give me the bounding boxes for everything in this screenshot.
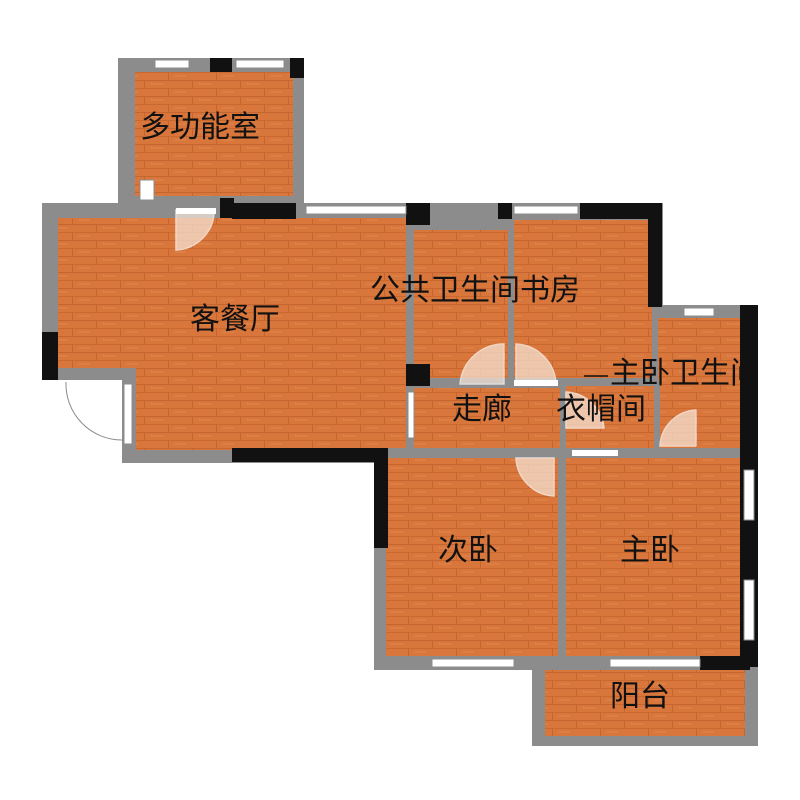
door-arc — [515, 457, 555, 497]
window — [235, 59, 285, 69]
window — [154, 59, 190, 69]
doors — [65, 179, 697, 497]
window — [683, 307, 715, 317]
label-master-bathroom: 主卧卫生间 — [610, 356, 760, 391]
floors — [58, 72, 746, 736]
window — [123, 383, 133, 445]
window — [407, 391, 415, 439]
floor-balcony — [545, 670, 745, 736]
window — [743, 579, 755, 641]
label-study: 书房 — [520, 273, 580, 308]
label-master-bedroom: 主卧 — [620, 533, 680, 568]
windows — [123, 59, 755, 668]
window — [743, 469, 755, 521]
door-arc — [459, 343, 505, 385]
label-corridor: 走廊 — [452, 392, 512, 427]
label-balcony: 阳台 — [610, 679, 670, 714]
window — [609, 658, 701, 668]
label-public-bathroom: 公共卫生间 — [370, 273, 520, 308]
label-multi-function: 多功能室 — [140, 110, 260, 145]
room-labels: 多功能室 客餐厅 公共卫生间 书房 主卧卫生间 走廊 衣帽间 次卧 主卧 阳台 — [140, 110, 760, 714]
floor-multi-function — [135, 72, 293, 202]
label-living-dining: 客餐厅 — [190, 302, 280, 337]
floor-living — [136, 218, 406, 450]
door-arc — [659, 409, 697, 447]
entry-door-swing — [65, 381, 123, 441]
floor-master-bedroom — [566, 458, 746, 656]
floor-second-bedroom — [386, 458, 558, 656]
window — [431, 658, 515, 668]
window — [513, 205, 579, 215]
floor-corridor — [414, 388, 560, 448]
door-arc — [175, 209, 215, 251]
label-cloakroom: 衣帽间 — [556, 392, 646, 427]
door-arc — [565, 391, 605, 429]
window — [305, 205, 407, 215]
label-second-bedroom: 次卧 — [438, 533, 498, 568]
